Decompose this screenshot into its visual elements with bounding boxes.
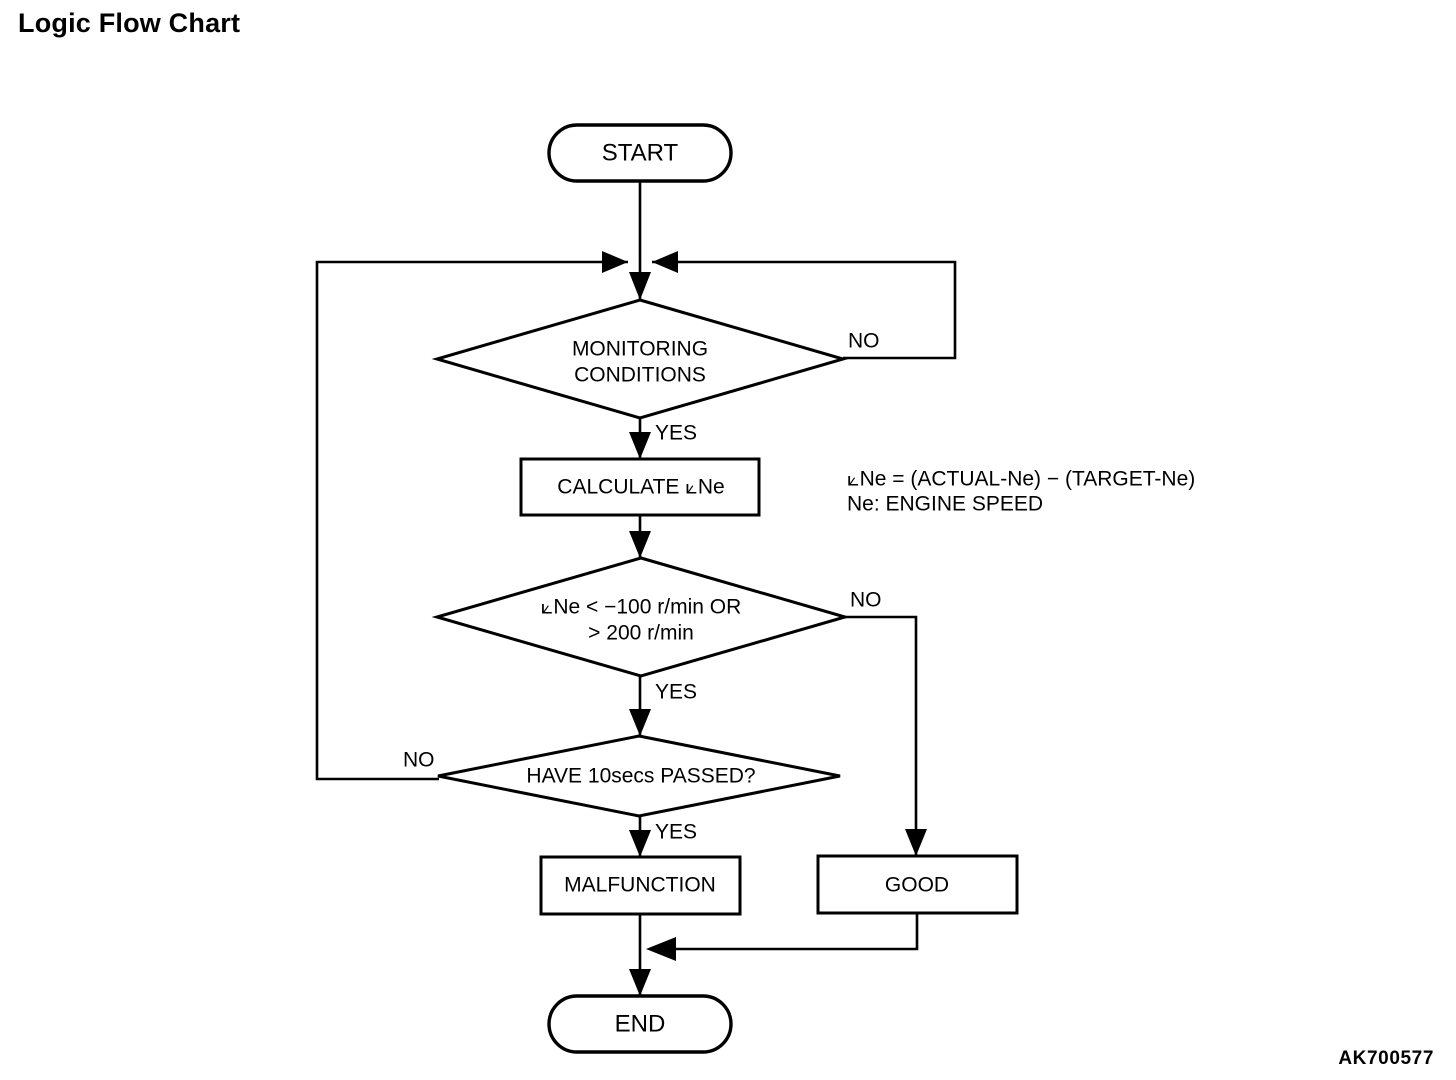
- edge-label-threshold-yes: YES: [655, 681, 697, 704]
- edge-label-threshold-no: NO: [850, 589, 882, 612]
- reference-code: AK700577: [1338, 1048, 1434, 1069]
- arrow-head-loopback-right: [652, 251, 678, 273]
- monitoring-conditions-label-line1: MONITORING: [572, 338, 708, 361]
- monitoring-conditions-label-line2: CONDITIONS: [574, 364, 706, 387]
- formula-note-line1: ⟀Ne = (ACTUAL-Ne) − (TARGET-Ne): [847, 468, 1195, 491]
- arrow-head-into-timer: [629, 709, 651, 736]
- edge-threshold-no: [845, 615, 918, 856]
- arrow-head-into-threshold: [629, 531, 651, 558]
- end-label: END: [615, 1010, 666, 1037]
- node-malfunction[interactable]: MALFUNCTION: [539, 855, 742, 916]
- edge-label-monitoring-no: NO: [848, 330, 880, 353]
- arrow-head-into-malfunction: [629, 830, 651, 857]
- threshold-shape: [431, 556, 851, 678]
- arrow-head-into-calculate: [629, 432, 651, 459]
- threshold-label-line2: > 200 r/min: [588, 622, 694, 645]
- node-good[interactable]: GOOD: [816, 854, 1019, 915]
- good-shape: [816, 854, 1019, 915]
- edge-label-monitoring-yes: YES: [655, 422, 697, 445]
- arrow-head-good-merge: [646, 937, 676, 961]
- connectors: [315, 181, 957, 996]
- node-threshold[interactable]: ⟀Ne < −100 r/min OR > 200 r/min: [431, 556, 851, 678]
- edge-timer-no-loopback: [315, 260, 628, 781]
- node-monitoring-conditions[interactable]: MONITORING CONDITIONS: [431, 298, 849, 420]
- good-label: GOOD: [885, 874, 949, 897]
- edge-label-timer-no: NO: [403, 749, 435, 772]
- start-label: START: [602, 139, 679, 166]
- edge-good-to-merge: [654, 913, 919, 951]
- malfunction-label: MALFUNCTION: [564, 874, 716, 897]
- edge-label-timer-yes: YES: [655, 821, 697, 844]
- formula-note: ⟀Ne = (ACTUAL-Ne) − (TARGET-Ne) Ne: ENGI…: [847, 468, 1195, 516]
- arrow-head-loopback-left: [602, 251, 628, 273]
- threshold-label-line1: ⟀Ne < −100 r/min OR: [541, 596, 742, 619]
- arrow-head-into-good: [905, 829, 927, 856]
- page-title: Logic Flow Chart: [18, 8, 241, 38]
- timer-shape: [437, 734, 841, 818]
- formula-note-line2: Ne: ENGINE SPEED: [847, 493, 1043, 516]
- calculate-label: CALCULATE ⟀Ne: [557, 476, 724, 499]
- arrow-head-into-end: [629, 969, 651, 996]
- edge-monitoring-no-loopback: [652, 260, 957, 360]
- malfunction-shape: [539, 855, 742, 916]
- node-start[interactable]: START: [547, 123, 733, 183]
- start-shape: [547, 123, 733, 183]
- node-end[interactable]: END: [547, 994, 733, 1054]
- timer-label: HAVE 10secs PASSED?: [526, 765, 755, 788]
- arrow-head-into-monitoring: [629, 272, 651, 300]
- calculate-shape: [519, 457, 761, 517]
- node-timer[interactable]: HAVE 10secs PASSED?: [437, 734, 841, 818]
- end-shape: [547, 994, 733, 1054]
- monitoring-conditions-shape: [431, 298, 849, 420]
- node-calculate[interactable]: CALCULATE ⟀Ne: [519, 457, 761, 517]
- edge-labels: NO YES NO YES NO YES: [403, 330, 882, 844]
